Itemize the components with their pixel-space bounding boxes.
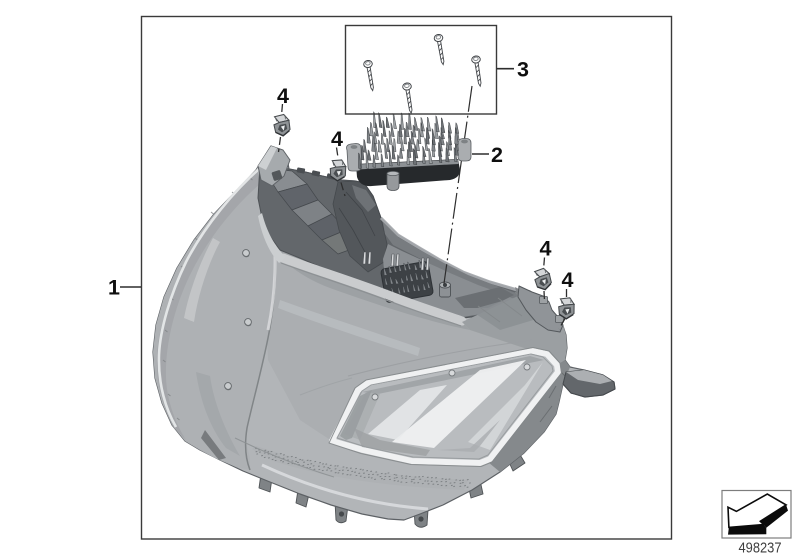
bottom-tab-hole (338, 511, 345, 517)
module-left-tab (346, 143, 362, 172)
callout-4a[interactable]: 4 (277, 84, 289, 108)
callout-1[interactable]: 1 (108, 276, 120, 300)
bucket-prongs (362, 251, 430, 271)
module-front-foot (386, 171, 400, 191)
callout-4d[interactable]: 4 (562, 268, 574, 292)
headlight-side-bracket (562, 369, 616, 398)
callout-3[interactable]: 3 (517, 57, 529, 81)
module-heatsink-fins (358, 111, 460, 170)
leader-screw-axis (443, 85, 473, 284)
direction-of-travel-box (721, 489, 792, 539)
diagram-frame (140, 15, 673, 540)
direction-of-travel-arrow-icon (727, 493, 788, 535)
screw (433, 33, 445, 66)
headlight-right-ear (517, 285, 564, 333)
headlight-lens (328, 347, 562, 467)
screw (471, 55, 482, 88)
module-right-tab (457, 138, 472, 162)
front-face-seam (347, 339, 535, 377)
bucket-front-rim-shadow (280, 262, 462, 327)
bucket-front-rim (278, 253, 467, 326)
screw (363, 59, 374, 92)
part-number: 498237 (739, 540, 782, 557)
headlight-back-wall (257, 164, 560, 338)
bottom-tab-hole (418, 516, 424, 522)
bucket-left-rim-highlight (258, 213, 286, 263)
headlight-assembly-illustration (152, 145, 616, 528)
headlight-top-ear (257, 145, 291, 187)
clip-1 (273, 113, 291, 137)
callout-4c[interactable]: 4 (540, 237, 552, 261)
screw-set (363, 33, 482, 115)
module-screw-boss (439, 281, 451, 298)
clip-3 (533, 267, 553, 292)
led-control-module (346, 111, 472, 191)
front-face-seam (299, 377, 353, 396)
callout-labels: 1 2 3 4 4 4 4 (108, 57, 574, 299)
screw-set-box (344, 24, 498, 115)
callout-2[interactable]: 2 (491, 143, 503, 167)
callout-4b[interactable]: 4 (331, 127, 343, 151)
leader-lines (120, 67, 568, 330)
lens-lower-trim (234, 437, 471, 511)
housing-rivets (224, 249, 252, 391)
leader-clips (277, 103, 568, 330)
screw (402, 82, 413, 115)
module-connector-socket (380, 260, 434, 303)
